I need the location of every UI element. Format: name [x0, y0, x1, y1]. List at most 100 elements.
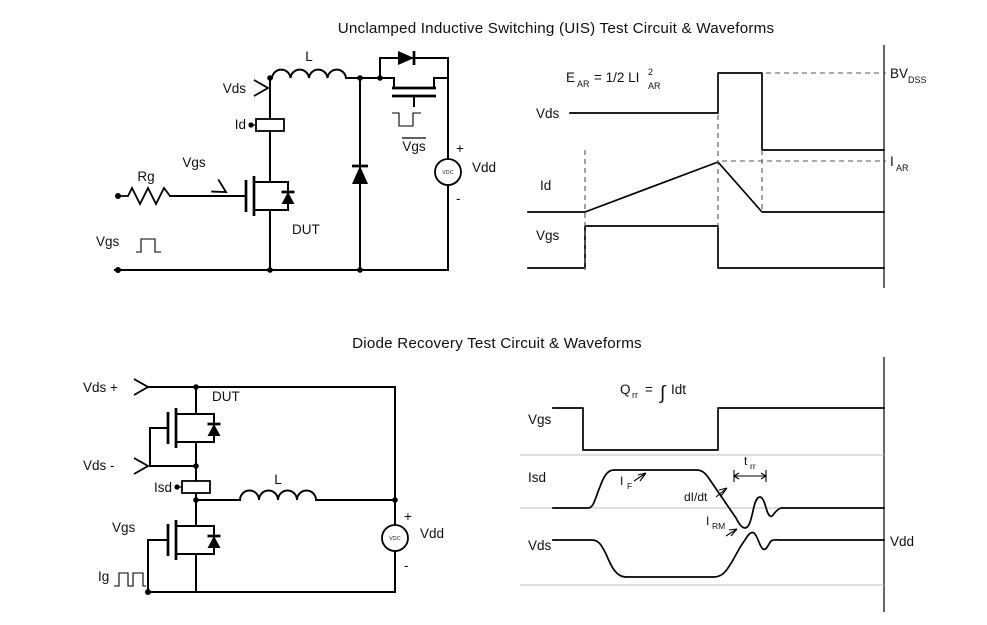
iar-sub: AR	[896, 163, 909, 173]
diode-vdc-label: VDC	[389, 536, 401, 542]
clamp-diode-symbol	[379, 51, 449, 65]
if-annotation: I F	[620, 472, 647, 491]
gate-vgs-arrow-icon	[211, 178, 228, 193]
inductor-label: L	[305, 49, 313, 64]
ig-pulse-icon	[114, 572, 146, 587]
uis-circuit: L Vds Id Vgs	[96, 49, 496, 273]
diode-supply-plus-label: +	[404, 509, 412, 524]
clamp-gate-pulse-icon	[392, 112, 421, 127]
charge-q-sub: rr	[632, 390, 638, 400]
if-arrow-icon	[633, 472, 647, 482]
irm-sub: RM	[712, 521, 725, 531]
vds-minus-label: Vds -	[83, 458, 115, 473]
diode-inductor-label: L	[274, 472, 282, 487]
vdc-source-symbol: VDC	[434, 158, 462, 186]
rg-resistor-symbol	[118, 185, 171, 207]
gate-vgs-label: Vgs	[182, 155, 206, 170]
diode-dut-label: DUT	[212, 389, 240, 404]
pulse-vgs-label: Vgs	[96, 234, 120, 249]
freewheel-diode-symbol	[352, 164, 368, 184]
energy-mid: = 1/2 LI	[594, 70, 639, 85]
vgs-pulse-icon	[136, 238, 161, 253]
charge-formula: Q rr = ∫ Idt	[620, 382, 686, 404]
uis-waveforms: E AR = 1/2 LI 2 AR Vds Id Vgs BV DSS I A…	[527, 45, 927, 288]
uis-junction-dots	[115, 75, 383, 273]
trr-span-arrow-icon	[732, 472, 768, 480]
iar-label: I	[890, 154, 894, 169]
didt-annotation: dI/dt	[684, 487, 728, 504]
charge-integral-icon: ∫	[659, 383, 667, 404]
clamp-mosfet-symbol	[392, 77, 436, 107]
vdc-label: VDC	[442, 170, 454, 176]
charge-q: Q	[620, 382, 631, 397]
dwf-isd-trace	[552, 469, 885, 529]
trr-annotation: t rr	[732, 454, 768, 482]
irm-arrow-icon	[725, 528, 738, 537]
dut-mosfet-symbol	[244, 176, 295, 216]
uis-dashed-guides	[584, 72, 886, 270]
charge-eq: =	[645, 382, 653, 397]
trr-sub: rr	[750, 461, 756, 471]
supply-plus-label: +	[456, 141, 464, 156]
diode-inductor-symbol	[238, 489, 318, 502]
trr-label: t	[744, 454, 748, 468]
uis-title: Unclamped Inductive Switching (UIS) Test…	[338, 20, 775, 37]
supply-minus-label: -	[456, 191, 461, 206]
vds-plus-label: Vds +	[83, 380, 118, 395]
bvdss-sub: DSS	[908, 75, 927, 85]
diode-supply-minus-label: -	[404, 558, 409, 573]
wf-vgs-label: Vgs	[536, 228, 560, 243]
diode-vdd-label: Vdd	[420, 526, 444, 541]
upper-dut-mosfet-symbol	[166, 408, 221, 448]
id-label: Id	[235, 117, 246, 132]
diode-vdc-source-symbol: VDC	[381, 524, 409, 552]
wf-id-trace	[527, 161, 885, 213]
wf-id-label: Id	[540, 178, 551, 193]
vdd-label: Vdd	[472, 160, 496, 175]
charge-end: Idt	[671, 382, 686, 397]
id-sense-resistor	[248, 118, 285, 132]
vds-probe-arrow-icon	[253, 79, 270, 97]
energy-formula: E AR = 1/2 LI 2 AR	[566, 67, 661, 91]
energy-sub-ar: AR	[648, 81, 661, 91]
dwf-vgs-trace	[552, 407, 885, 451]
wf-vgs-trace	[527, 225, 885, 269]
energy-e-sub: AR	[577, 79, 590, 89]
dut-label: DUT	[292, 222, 320, 237]
diode-title: Diode Recovery Test Circuit & Waveforms	[352, 335, 642, 352]
diode-vgs-label: Vgs	[112, 520, 136, 535]
dwf-isd-label: Isd	[528, 470, 546, 485]
energy-sup2: 2	[648, 67, 653, 77]
energy-e: E	[566, 70, 575, 85]
diode-junction-dots	[145, 384, 398, 595]
diode-circuit: Vds + Vds - DUT Isd L	[83, 378, 444, 595]
clamp-vgs-label: Vgs	[402, 139, 426, 154]
vds-probe-label: Vds	[223, 81, 247, 96]
didt-label: dI/dt	[684, 490, 708, 504]
dwf-vgs-label: Vgs	[528, 412, 552, 427]
wf-vds-trace	[569, 72, 885, 151]
irm-label: I	[706, 514, 709, 528]
vds-minus-arrow-icon	[133, 457, 150, 475]
uis-wires	[114, 57, 449, 271]
wf-vds-label: Vds	[536, 106, 560, 121]
diode-wires	[147, 386, 396, 593]
dwf-vds-trace	[552, 531, 885, 578]
diode-guide-lines	[520, 454, 884, 586]
dwf-vds-label: Vds	[528, 538, 552, 553]
isd-sense-resistor	[174, 480, 211, 494]
irm-annotation: I RM	[706, 514, 738, 537]
ig-label: Ig	[98, 569, 109, 584]
bvdss-label: BV	[890, 66, 908, 81]
if-sub: F	[627, 481, 632, 491]
isd-label: Isd	[154, 480, 172, 495]
diode-waveforms: Q rr = ∫ Idt Vgs Isd I F dI/dt t rr	[520, 357, 914, 612]
if-label: I	[620, 474, 623, 488]
lower-mosfet-symbol	[166, 520, 221, 560]
rg-label: Rg	[137, 169, 154, 184]
dwf-vdd-label: Vdd	[890, 534, 914, 549]
inductor-symbol	[270, 68, 348, 80]
didt-arrow-icon	[715, 487, 728, 498]
